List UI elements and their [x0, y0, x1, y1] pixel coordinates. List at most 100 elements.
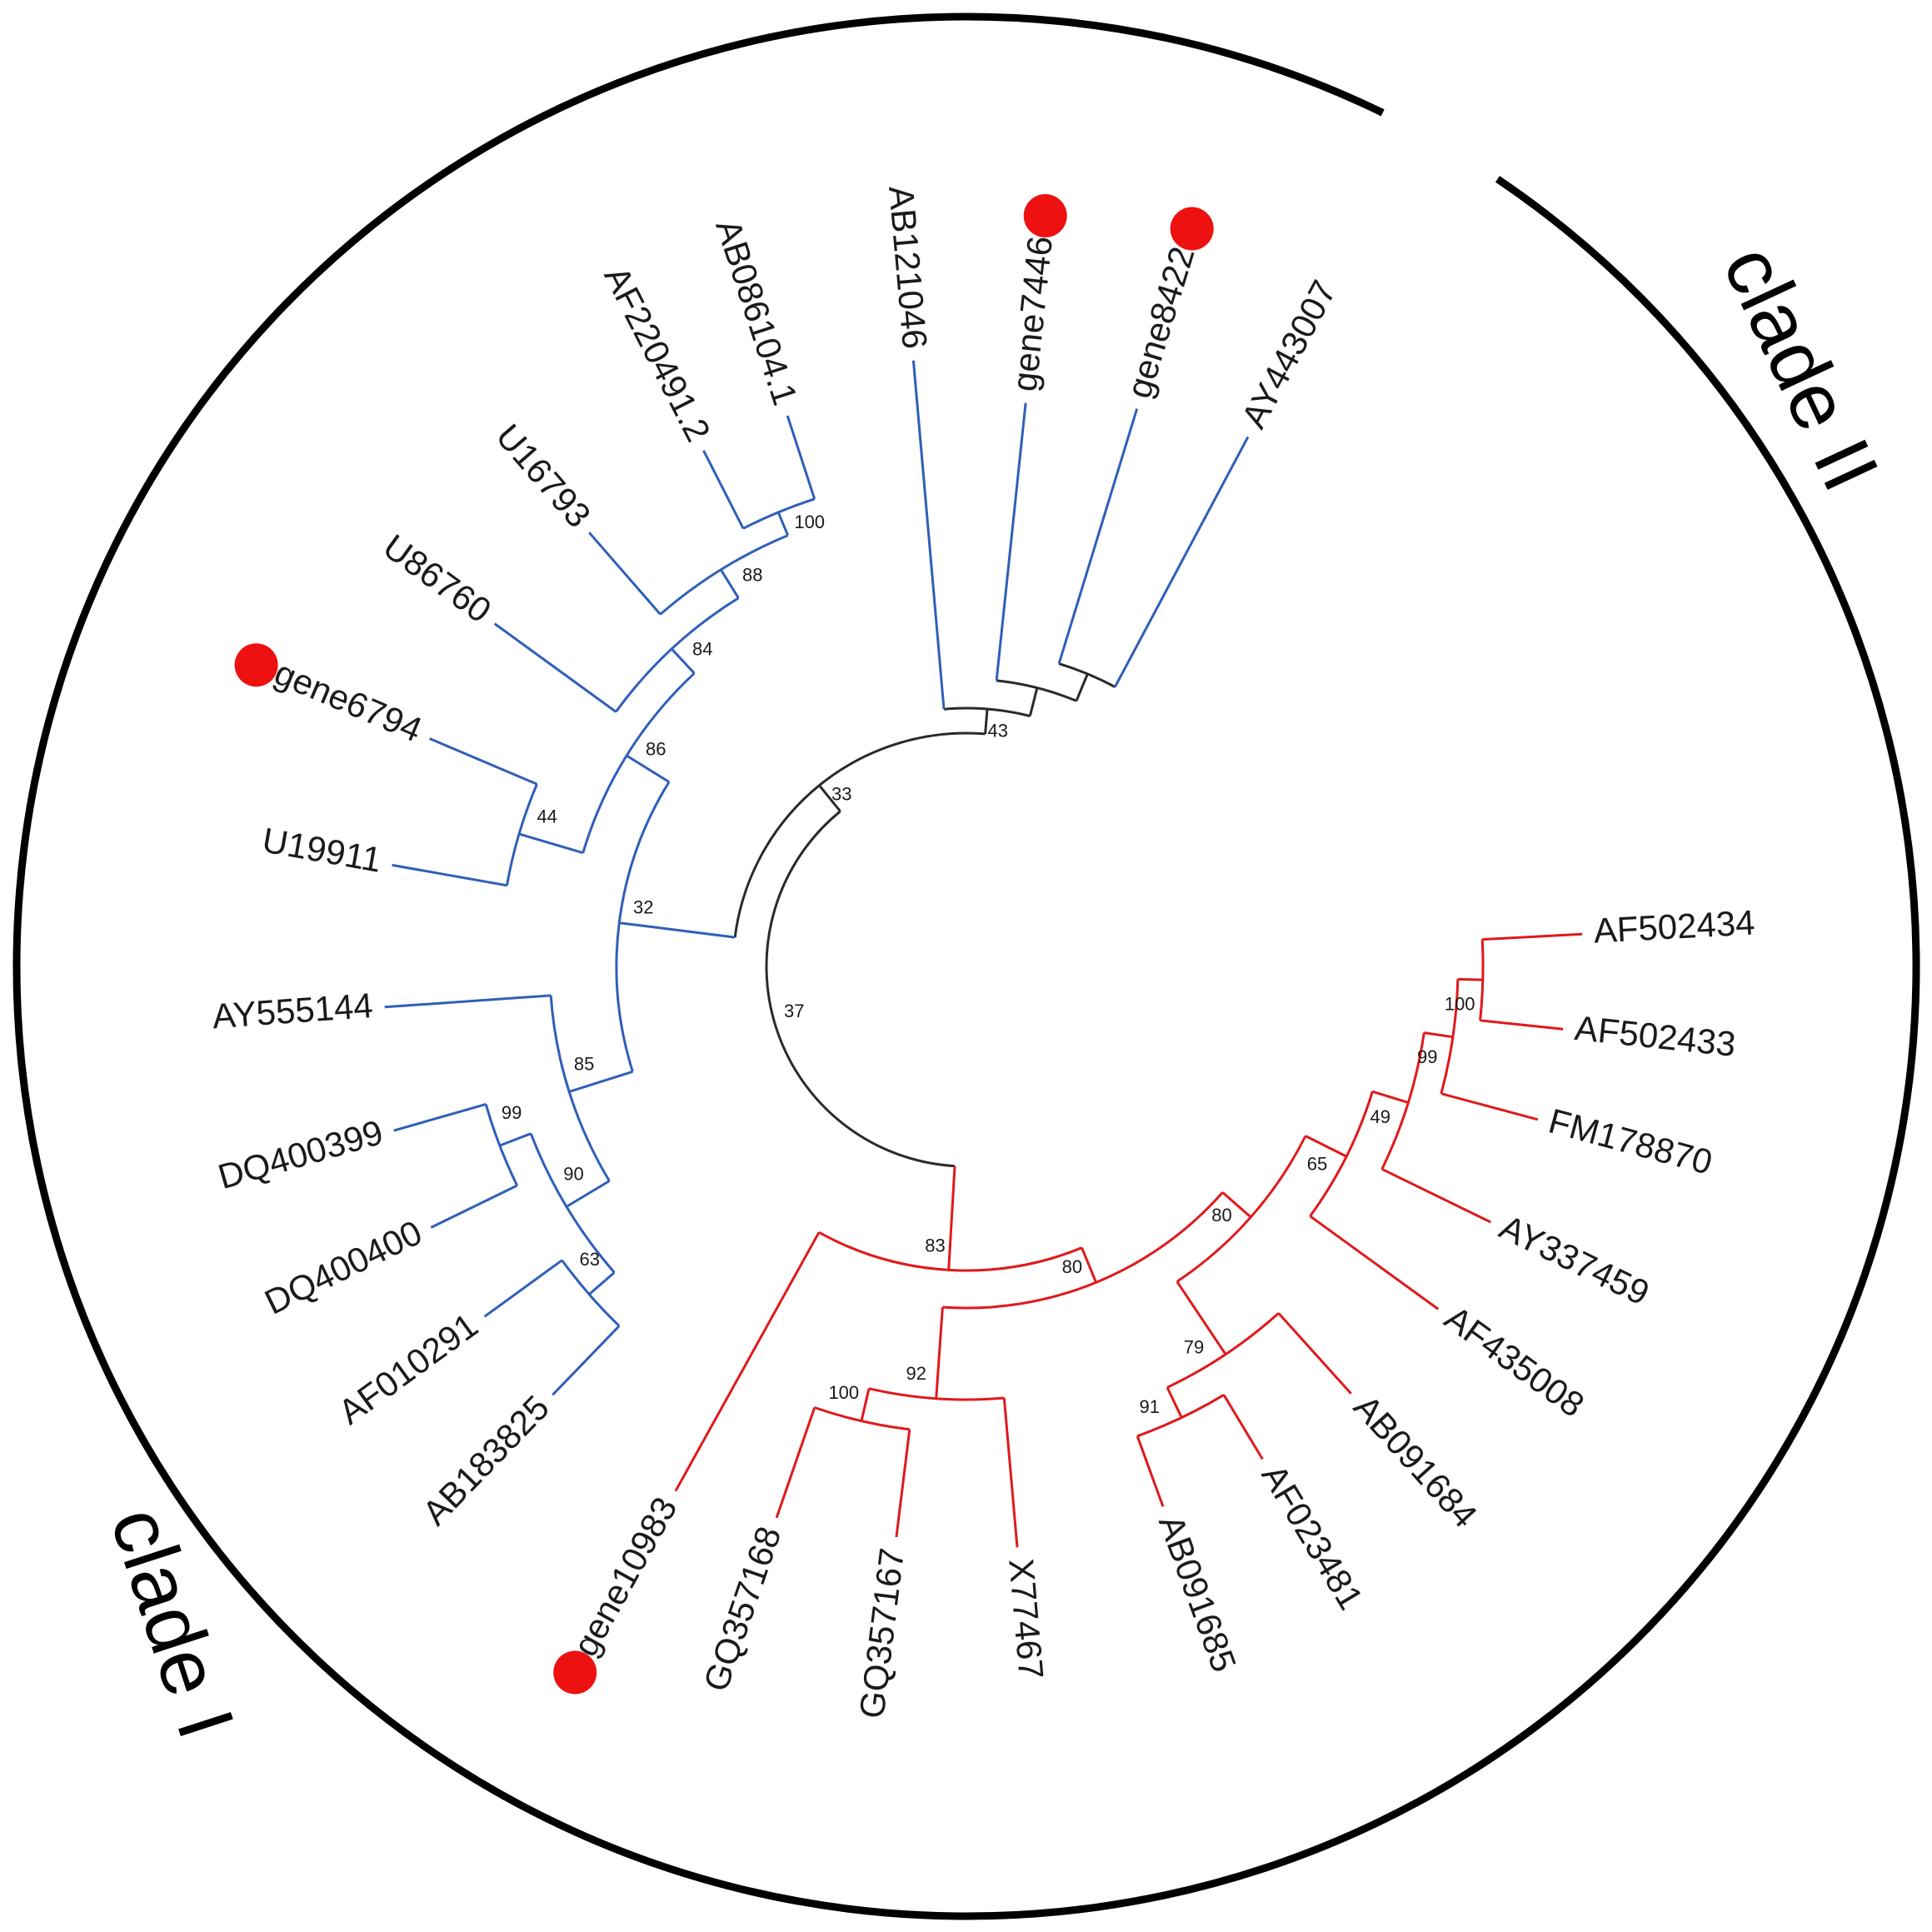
- bootstrap-n37: 37: [784, 1001, 804, 1021]
- leaf-label-AF220491: AF220491.2: [597, 260, 718, 447]
- branch-n65: [1305, 1135, 1347, 1158]
- bootstrap-n32: 32: [633, 896, 653, 917]
- branch-n44: [518, 832, 584, 855]
- leaf-label-gene6794: gene6794: [269, 652, 427, 749]
- branch-gene6794: [429, 737, 538, 786]
- leaf-labels: AY443007gene8422gene7446AB121046AB086104…: [211, 184, 1755, 1720]
- leaf-label-AF502434: AF502434: [1593, 902, 1756, 950]
- branch-arc-n88: [659, 534, 789, 616]
- branch-gene7446: [995, 402, 1027, 681]
- branch-arc-n65: [1309, 1091, 1374, 1217]
- branch-GQ357167: [895, 1429, 911, 1538]
- branch-U86760: [493, 622, 617, 713]
- leaf-label-AB086104: AB086104.1: [708, 214, 805, 409]
- leaf-label-DQ400400: DQ400400: [258, 1212, 427, 1321]
- branch-FM178870: [1440, 1092, 1539, 1121]
- branch-arc-g2: [996, 679, 1077, 702]
- bootstrap-n80b: 80: [1211, 1205, 1231, 1226]
- branch-n80a: [1081, 1247, 1097, 1283]
- leaf-label-AF010291: AF010291: [332, 1305, 485, 1432]
- bootstrap-n100b: 100: [1445, 993, 1475, 1014]
- bootstrap-n63: 63: [579, 1249, 599, 1270]
- bootstrap-n88: 88: [742, 565, 762, 586]
- branch-arc-n32: [615, 781, 671, 1072]
- branch-n85: [568, 1070, 633, 1093]
- leaf-label-AY555144: AY555144: [211, 986, 374, 1036]
- branch-AF220491: [702, 450, 745, 529]
- leaf-label-AF435008: AF435008: [1438, 1298, 1591, 1425]
- branch-AF502434: [1482, 932, 1583, 941]
- branch-arc-n63: [561, 1259, 621, 1327]
- branch-AB086104: [786, 415, 816, 500]
- clade-I-label: clade I: [93, 1497, 251, 1749]
- bootstrap-n90: 90: [563, 1164, 583, 1185]
- leaf-label-GQ357168: GQ357168: [696, 1521, 788, 1696]
- branch-n99b: [1424, 1031, 1454, 1039]
- bootstrap-values: 4310088844486996390853233100929179100994…: [502, 512, 1475, 1417]
- bootstrap-n33: 33: [831, 784, 851, 805]
- leaf-label-AB121046: AB121046: [881, 184, 935, 351]
- bootstrap-n49: 49: [1370, 1106, 1390, 1127]
- marker-gene8422: [1170, 207, 1214, 251]
- gene-markers: [234, 194, 1214, 1695]
- branch-n33: [818, 784, 841, 812]
- branch-GQ357168: [775, 1407, 816, 1519]
- branch-AY443007: [1114, 436, 1250, 688]
- bootstrap-n85: 85: [574, 1054, 594, 1075]
- clade-I-bracket: [12, 12, 1554, 1920]
- leaf-label-gene8422: gene8422: [1119, 242, 1202, 402]
- branch-arc-n44: [506, 783, 538, 886]
- branch-AY555144: [384, 994, 552, 1009]
- branch-AB091684: [1277, 1312, 1352, 1395]
- branch-arc-n37: [765, 810, 956, 1168]
- clade-II-label: clade II: [1706, 232, 1896, 504]
- leaf-label-AY443007: AY443007: [1234, 274, 1344, 435]
- branch-arc-n33: [733, 731, 986, 938]
- branch-n84: [671, 647, 696, 675]
- branch-arc-n85: [549, 995, 611, 1182]
- bootstrap-n65: 65: [1307, 1154, 1327, 1175]
- branch-n100a: [776, 512, 790, 537]
- branch-n32: [619, 921, 736, 939]
- branch-AF502433: [1480, 1019, 1564, 1031]
- branch-arc-n100a: [742, 497, 816, 530]
- branch-arc-n43: [943, 706, 1031, 717]
- leaf-label-GQ357167: GQ357167: [851, 1546, 911, 1721]
- bootstrap-n43: 43: [987, 720, 1007, 741]
- leaf-label-AB183825: AB183825: [415, 1388, 557, 1533]
- leaf-label-gene10983: gene10983: [566, 1490, 685, 1663]
- leaf-label-AF502433: AF502433: [1573, 1008, 1738, 1064]
- leaf-label-AB091684: AB091684: [1346, 1387, 1485, 1535]
- branch-arc-n79: [1166, 1312, 1280, 1389]
- branch-arc-n49: [1380, 1032, 1425, 1170]
- bootstrap-n80a: 80: [1062, 1256, 1082, 1277]
- bootstrap-n44: 44: [537, 806, 557, 827]
- bootstrap-n84: 84: [692, 639, 712, 660]
- marker-gene7446: [1023, 194, 1067, 237]
- bootstrap-n99b: 99: [1417, 1046, 1437, 1067]
- leaf-label-FM178870: FM178870: [1545, 1101, 1716, 1181]
- marker-gene10983: [553, 1650, 597, 1695]
- bootstrap-n86: 86: [646, 739, 666, 760]
- branch-n49: [1371, 1090, 1409, 1104]
- bootstrap-n99a: 99: [502, 1102, 522, 1123]
- bootstrap-n92: 92: [906, 1363, 926, 1384]
- branch-DQ400399: [393, 1102, 487, 1132]
- branch-n100c: [860, 1388, 871, 1421]
- branch-arc-n80b: [1176, 1135, 1307, 1283]
- branch-X77467: [1002, 1397, 1019, 1548]
- leaf-label-AY337459: AY337459: [1494, 1207, 1655, 1313]
- branch-n80b: [1221, 1191, 1252, 1219]
- branch-AY337459: [1381, 1167, 1491, 1224]
- leaf-label-AF023481: AF023481: [1254, 1458, 1370, 1616]
- bootstrap-n100a: 100: [794, 512, 825, 532]
- branch-arc-n100c: [814, 1406, 910, 1431]
- branch-g1: [1075, 673, 1089, 701]
- branch-n63: [588, 1271, 616, 1295]
- leaf-label-DQ400399: DQ400399: [213, 1112, 387, 1196]
- branch-arc-n92: [868, 1387, 1005, 1401]
- branch-AF010291: [483, 1259, 563, 1318]
- clade-brackets: [12, 12, 1920, 1920]
- branch-n43: [984, 708, 989, 735]
